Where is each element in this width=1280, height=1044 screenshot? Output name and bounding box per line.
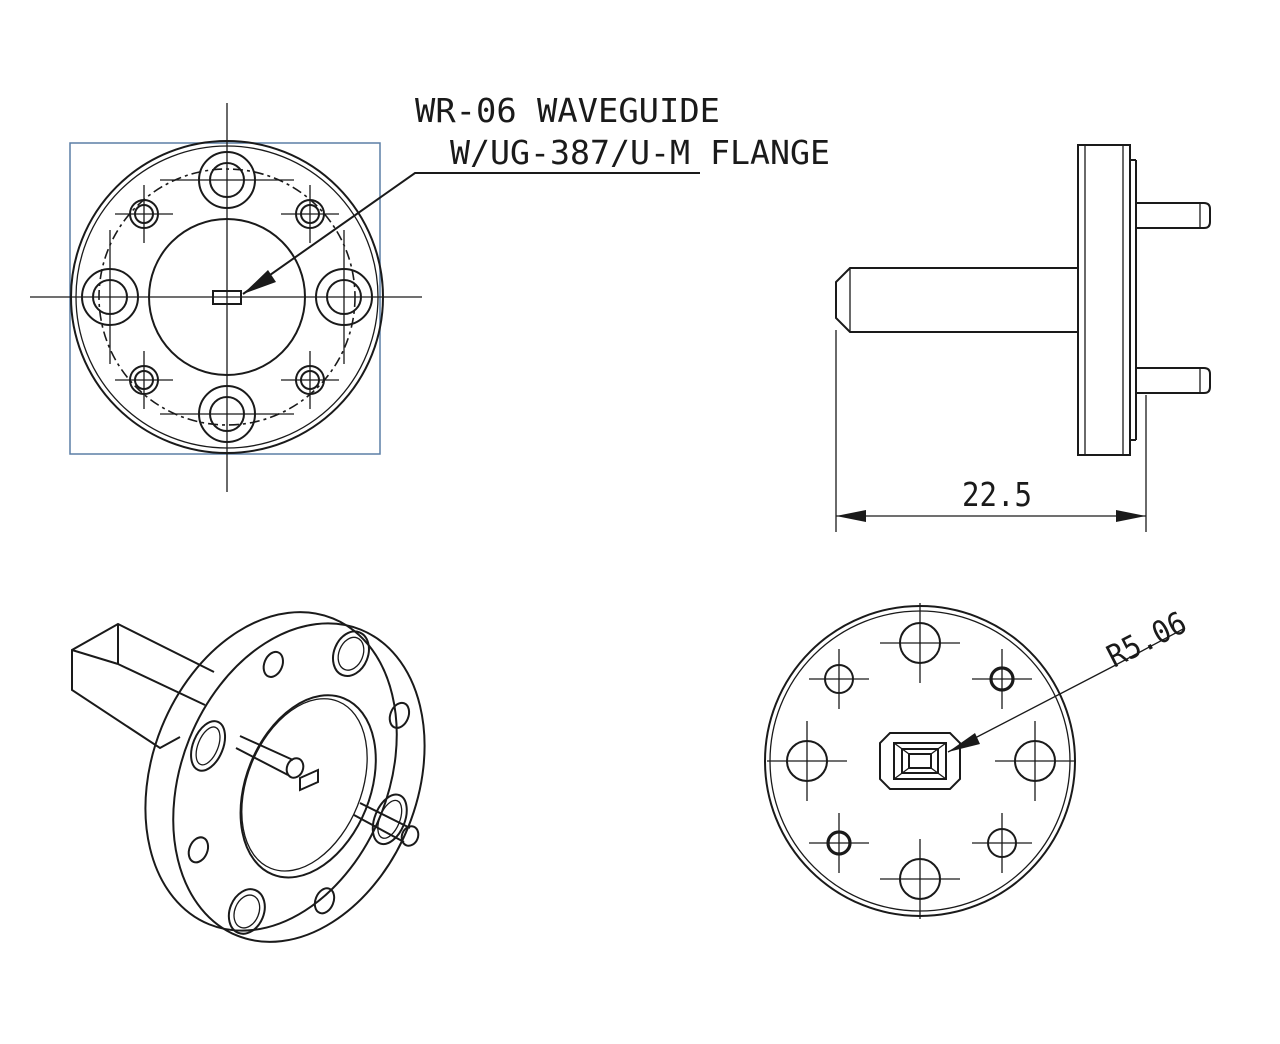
callout-leader — [242, 172, 700, 295]
flange-inner-rim — [75, 145, 379, 449]
callout-line-2: W/UG-387/U-M FLANGE — [450, 133, 830, 172]
rear-hole-lower-left — [809, 813, 869, 873]
iso-aperture — [299, 768, 319, 792]
callout-line-1: WR-06 WAVEGUIDE — [415, 91, 720, 130]
alignment-pin-upper — [1136, 202, 1211, 229]
alignment-hole-bottom-left — [115, 351, 173, 409]
rear-hole-upper-left — [809, 649, 869, 709]
side-view — [835, 144, 1211, 532]
selection-box[interactable] — [69, 142, 381, 455]
length-dimension-label: 22.5 — [962, 475, 1032, 514]
bolt-hole-bottom — [160, 385, 294, 443]
alignment-hole-bottom-right — [281, 351, 339, 409]
iso-flange-front — [172, 622, 426, 943]
rear-bolt-hole-bottom — [880, 839, 960, 919]
rear-bolt-hole-left — [767, 721, 847, 801]
radius-leader — [947, 627, 1186, 753]
alignment-pin-lower — [1136, 367, 1211, 394]
rear-hole-lower-right — [972, 813, 1032, 873]
waveguide-aperture — [212, 290, 242, 305]
bolt-hole-top — [160, 151, 294, 209]
bolt-hole-right — [315, 230, 373, 364]
rear-bolt-hole-top — [880, 603, 960, 683]
front-view — [30, 103, 422, 492]
iso-boss — [239, 694, 377, 879]
rear-bolt-hole-right — [995, 721, 1075, 801]
rear-waveguide-end — [879, 732, 961, 790]
bolt-circle — [98, 168, 356, 426]
raised-boss-circle — [148, 218, 306, 376]
waveguide-side-body — [835, 267, 1078, 333]
rear-view — [764, 603, 1186, 919]
isometric-view — [71, 611, 426, 943]
iso-pin-lower — [353, 802, 411, 843]
bolt-hole-left — [81, 230, 139, 364]
iso-pin-upper — [235, 735, 294, 776]
alignment-hole-top-left — [115, 185, 173, 243]
flange-outer-circle — [70, 140, 384, 454]
length-dimension — [835, 330, 1147, 532]
alignment-hole-top-right — [281, 185, 339, 243]
radius-dimension-label: R5.06 — [1101, 605, 1192, 675]
iso-flange-back — [144, 611, 398, 932]
flange-side-body — [1077, 144, 1131, 456]
iso-waveguide-tube — [71, 622, 215, 750]
rear-hole-upper-right — [972, 649, 1032, 709]
